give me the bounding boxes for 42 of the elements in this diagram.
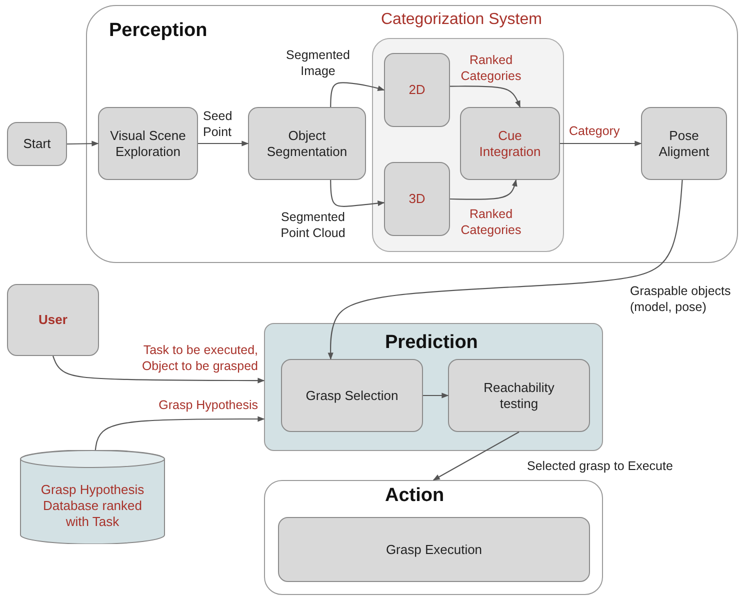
process-box: [7, 284, 99, 356]
arrow: [423, 392, 449, 398]
node-label: 2D: [408, 82, 426, 98]
process-box: [448, 359, 590, 432]
arrow: [450, 86, 521, 108]
node-label: Start: [22, 136, 52, 152]
process-box: [98, 107, 198, 180]
process-box: [641, 107, 727, 180]
arrow: [450, 179, 518, 200]
node-label: Object Segmentation: [266, 128, 348, 160]
node-label: Cue Integration: [478, 128, 542, 160]
panel-heading: Categorization System: [381, 11, 542, 29]
process-box: [7, 122, 67, 166]
node-label: Grasp Execution: [384, 542, 484, 558]
arrow: [328, 180, 683, 360]
arrow: [198, 140, 249, 146]
panel-heading: Prediction: [385, 332, 478, 354]
process-box: [248, 107, 366, 180]
node-label: Reachability testing: [482, 380, 556, 412]
node-label: Pose Aligment: [658, 128, 710, 160]
arrow: [67, 140, 99, 146]
process-box: [278, 517, 590, 582]
node-label: Grasp Selection: [304, 388, 400, 404]
process-box: [460, 107, 560, 180]
arrow: [432, 432, 520, 480]
group-panel: [86, 5, 738, 263]
process-box: [281, 359, 423, 432]
panel-heading: Action: [385, 485, 444, 507]
arrow: [330, 82, 385, 107]
process-box: [384, 162, 450, 236]
node-label: User: [38, 312, 68, 328]
group-panel: [264, 323, 603, 451]
arrow: [560, 140, 642, 146]
node-label: Grasp Hypothesis Database ranked with Task: [40, 482, 146, 530]
arrow: [94, 416, 265, 450]
panel-heading: Perception: [109, 20, 208, 42]
arrow: [52, 356, 265, 384]
process-box: [384, 53, 450, 127]
node-label: Visual Scene Exploration: [109, 128, 187, 160]
group-panel: [264, 480, 603, 595]
arrow: [330, 180, 385, 207]
node-label: 3D: [408, 191, 426, 207]
